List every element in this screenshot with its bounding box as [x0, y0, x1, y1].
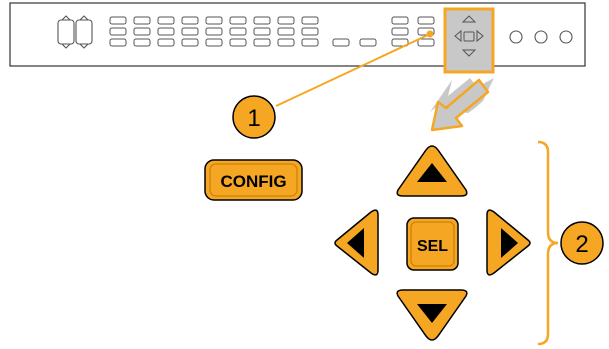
arrow-left-icon [347, 228, 364, 258]
round-buttons [509, 30, 573, 44]
bracket-icon [537, 140, 559, 346]
callout-1-leader [275, 33, 431, 107]
left-arrow-key[interactable] [334, 209, 379, 276]
arrow-right-icon [501, 228, 518, 258]
callout-2-number: 2 [575, 231, 588, 258]
callout-1: 1 [232, 95, 276, 139]
sel-key[interactable]: SEL [406, 217, 459, 271]
right-arrow-key[interactable] [486, 209, 531, 276]
knob-icon [57, 15, 93, 49]
config-key-label: CONFIG [220, 172, 286, 191]
sel-key-label: SEL [417, 238, 448, 255]
panel-outline [9, 2, 586, 67]
arrow-down-icon [417, 304, 447, 323]
nav-cluster-icons [454, 15, 484, 57]
front-panel [9, 2, 586, 74]
panel-buttons [109, 16, 435, 47]
callout-1-number: 1 [247, 105, 260, 132]
arrow-up-icon [417, 163, 447, 182]
up-arrow-key[interactable] [396, 145, 468, 197]
down-arrow-key[interactable] [396, 289, 468, 341]
callout-2: 2 [560, 221, 604, 265]
callout-1-leader-dot [426, 30, 434, 38]
config-key[interactable]: CONFIG [204, 159, 303, 201]
pointer-arrow-outline [430, 78, 490, 132]
